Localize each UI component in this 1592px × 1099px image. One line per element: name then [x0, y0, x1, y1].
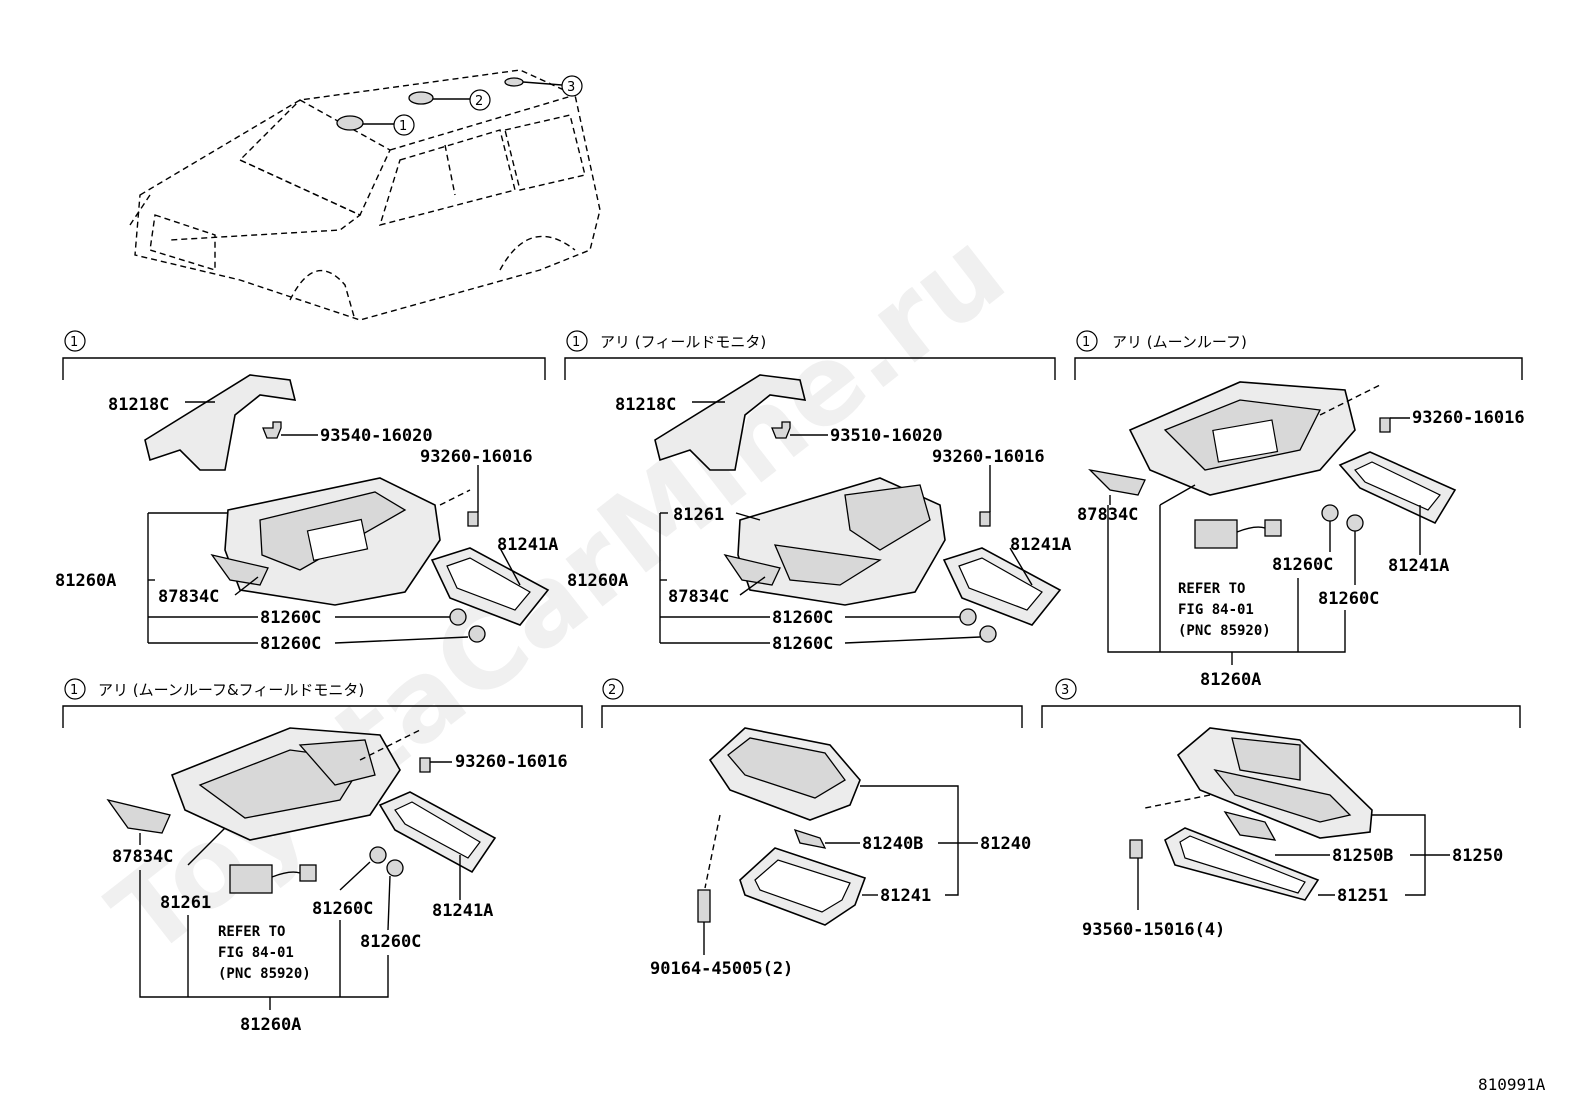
- callout-3: 3: [561, 75, 583, 97]
- label-81260C-a: 81260C: [312, 899, 373, 919]
- panel-number: 1: [70, 683, 78, 698]
- label-93540-16020: 93540-16020: [320, 426, 433, 446]
- label-81261: 81261: [673, 505, 724, 525]
- label-93260-16016: 93260-16016: [420, 447, 533, 467]
- label-81241: 81241: [880, 886, 931, 906]
- label-87834C: 87834C: [158, 587, 219, 607]
- label-81240B: 81240B: [862, 834, 923, 854]
- label-81241A: 81241A: [432, 901, 493, 921]
- vehicle-overview: 1 2 3: [129, 69, 601, 321]
- label-81260A: 81260A: [567, 571, 628, 591]
- label-87834C: 87834C: [112, 847, 173, 867]
- panel-number: 3: [1061, 683, 1069, 698]
- svg-text:1: 1: [399, 119, 407, 134]
- refer-fig: FIG 84-01: [1178, 602, 1254, 618]
- callout-2: 2: [469, 89, 491, 111]
- callout-1: 1: [393, 114, 415, 136]
- panel-5: 2 90164-45005(2) 81240B 81240 81241: [601, 678, 1031, 979]
- label-87834C: 87834C: [668, 587, 729, 607]
- label-93560-15016: 93560-15016(4): [1082, 920, 1225, 940]
- label-81250: 81250: [1452, 846, 1503, 866]
- label-81251: 81251: [1337, 886, 1388, 906]
- panel-6: 3 93560-15016(4) 81250B 81250 81251: [1041, 678, 1521, 940]
- refer-pnc: (PNC 85920): [218, 966, 311, 982]
- svg-text:3: 3: [567, 80, 575, 95]
- panel-title: アリ (ムーンルーフ&フィールドモニタ): [98, 681, 364, 699]
- figure-id: 810991A: [1478, 1075, 1546, 1094]
- refer-to: REFER TO: [1178, 581, 1245, 597]
- label-81218C: 81218C: [108, 395, 169, 415]
- label-81260A: 81260A: [1200, 670, 1261, 690]
- label-81260C-a: 81260C: [1272, 555, 1333, 575]
- label-81260C-b: 81260C: [360, 932, 421, 952]
- panel-1: 1 81218C 93540-16020 93260-16016 81241A: [55, 330, 558, 654]
- label-81241A: 81241A: [1388, 556, 1449, 576]
- panel-title: アリ (ムーンルーフ): [1112, 333, 1247, 351]
- label-93260-16016: 93260-16016: [1412, 408, 1525, 428]
- label-81241A: 81241A: [497, 535, 558, 555]
- panel-3: 1 アリ (ムーンルーフ) 93260-16016 81241A 87834C …: [1074, 330, 1525, 690]
- panel-title: アリ (フィールドモニタ): [600, 333, 766, 351]
- label-90164-45005: 90164-45005(2): [650, 959, 793, 979]
- label-93510-16020: 93510-16020: [830, 426, 943, 446]
- label-93260-16016: 93260-16016: [455, 752, 568, 772]
- label-81260A: 81260A: [240, 1015, 301, 1035]
- label-81260A: 81260A: [55, 571, 116, 591]
- label-81260C-b: 81260C: [772, 634, 833, 654]
- panel-2: 1 アリ (フィールドモニタ) 81218C 93510-16020 93260…: [564, 330, 1071, 654]
- label-81260C-a: 81260C: [772, 608, 833, 628]
- label-81240: 81240: [980, 834, 1031, 854]
- refer-pnc: (PNC 85920): [1178, 623, 1271, 639]
- refer-fig: FIG 84-01: [218, 945, 294, 961]
- refer-to: REFER TO: [218, 924, 285, 940]
- panel-number: 1: [572, 335, 580, 350]
- label-93260-16016: 93260-16016: [932, 447, 1045, 467]
- label-81241A: 81241A: [1010, 535, 1071, 555]
- panel-number: 1: [1082, 335, 1090, 350]
- panel-number: 1: [70, 335, 78, 350]
- svg-text:2: 2: [475, 94, 483, 109]
- label-81218C: 81218C: [615, 395, 676, 415]
- label-81261: 81261: [160, 893, 211, 913]
- label-81250B: 81250B: [1332, 846, 1393, 866]
- label-81260C-b: 81260C: [1318, 589, 1379, 609]
- label-81260C-b: 81260C: [260, 634, 321, 654]
- panel-4: 1 アリ (ムーンルーフ&フィールドモニタ) 93260-16016 81241…: [62, 678, 583, 1035]
- label-81260C-a: 81260C: [260, 608, 321, 628]
- panel-number: 2: [608, 683, 616, 698]
